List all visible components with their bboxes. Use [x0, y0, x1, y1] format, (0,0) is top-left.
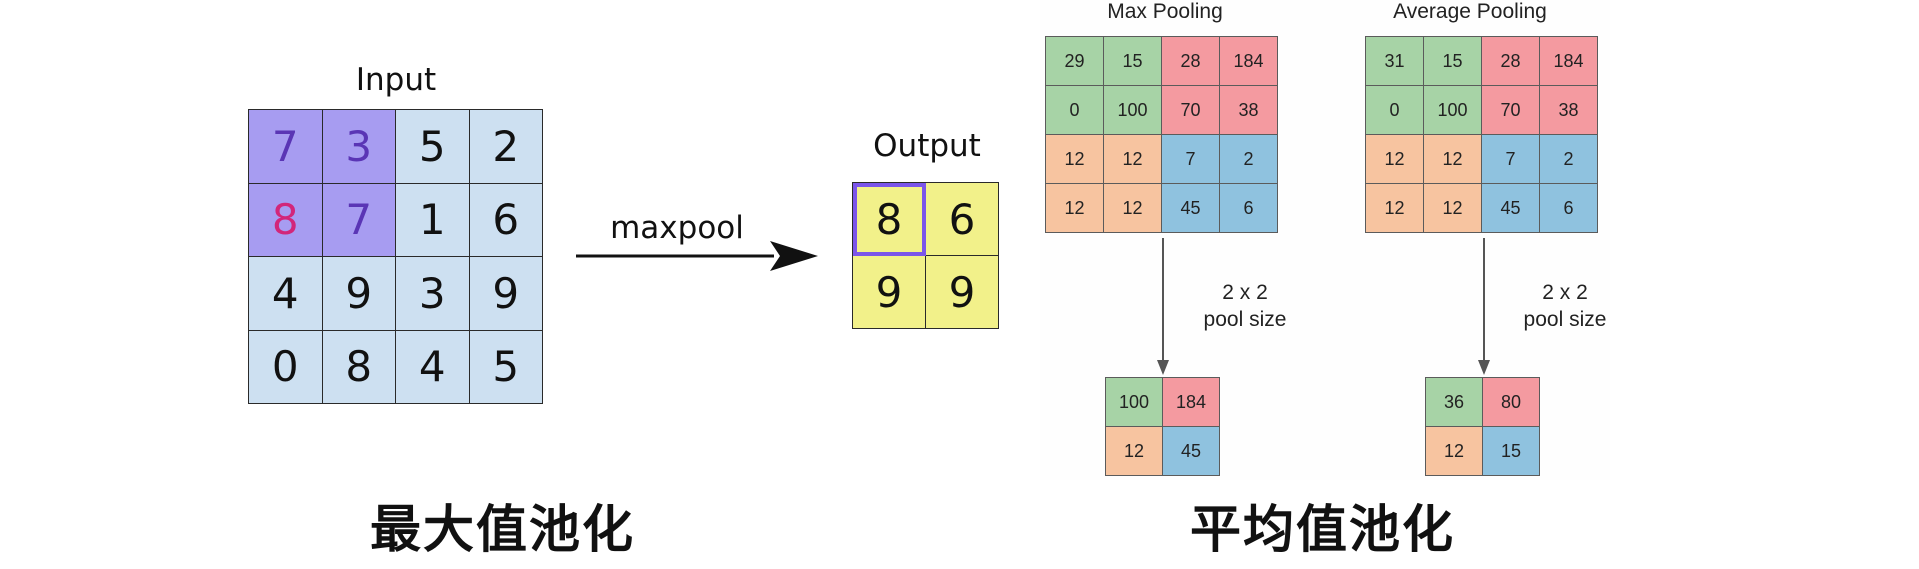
- input-cell-max: 8: [249, 183, 323, 257]
- grid-cell: 0: [1366, 86, 1424, 135]
- grid-cell: 28: [1482, 37, 1540, 86]
- grid-cell: 12: [1424, 184, 1482, 233]
- grid-cell: 15: [1483, 427, 1540, 476]
- input-grid: 7 3 5 2 8 7 1 6 4 9 3 9 0 8 4 5: [248, 109, 543, 404]
- arrow-label: maxpool: [610, 210, 744, 246]
- grid-cell: 100: [1106, 378, 1163, 427]
- grid-cell: 12: [1366, 135, 1424, 184]
- grid-cell: 31: [1366, 37, 1424, 86]
- average-pooling-input-grid: 31 15 28 184 0 100 70 38 12 12 7 2 12 12…: [1365, 36, 1598, 233]
- grid-cell: 12: [1046, 135, 1104, 184]
- grid-cell: 45: [1482, 184, 1540, 233]
- input-cell: 3: [322, 110, 396, 184]
- grid-cell: 36: [1426, 378, 1483, 427]
- down-arrow-icon: [1157, 238, 1169, 375]
- input-cell: 4: [396, 330, 470, 404]
- input-cell: 5: [469, 330, 543, 404]
- input-cell: 9: [469, 257, 543, 331]
- output-cell-highlighted: 8: [853, 183, 926, 256]
- grid-cell: 184: [1163, 378, 1220, 427]
- input-cell: 5: [396, 110, 470, 184]
- grid-cell: 12: [1104, 135, 1162, 184]
- grid-cell: 7: [1162, 135, 1220, 184]
- grid-cell: 7: [1482, 135, 1540, 184]
- input-cell: 0: [249, 330, 323, 404]
- grid-cell: 38: [1220, 86, 1278, 135]
- arrow-right-icon: [576, 241, 818, 271]
- grid-cell: 70: [1162, 86, 1220, 135]
- pooling-figure: Max Pooling 29 15 28 184 0 100 70 38 12 …: [1040, 0, 1610, 480]
- grid-cell: 70: [1482, 86, 1540, 135]
- grid-cell: 0: [1046, 86, 1104, 135]
- input-cell: 2: [469, 110, 543, 184]
- input-cell: 3: [396, 257, 470, 331]
- input-cell: 1: [396, 183, 470, 257]
- avg-pool-size-note: 2 x 2 pool size: [1490, 279, 1640, 333]
- grid-cell: 12: [1104, 184, 1162, 233]
- grid-cell: 38: [1540, 86, 1598, 135]
- grid-cell: 28: [1162, 37, 1220, 86]
- grid-cell: 100: [1104, 86, 1162, 135]
- grid-cell: 6: [1540, 184, 1598, 233]
- output-grid: 8 6 9 9: [852, 182, 999, 329]
- max-pooling-title: Max Pooling: [1107, 0, 1223, 23]
- input-cell: 6: [469, 183, 543, 257]
- average-pooling-output-grid: 36 80 12 15: [1425, 377, 1540, 476]
- output-cell: 6: [926, 183, 999, 256]
- grid-cell: 29: [1046, 37, 1104, 86]
- grid-cell: 45: [1163, 427, 1220, 476]
- input-cell: 7: [249, 110, 323, 184]
- grid-cell: 45: [1162, 184, 1220, 233]
- down-arrow-icon: [1478, 238, 1490, 375]
- input-cell: 9: [322, 257, 396, 331]
- input-label: Input: [355, 62, 437, 98]
- grid-cell: 80: [1483, 378, 1540, 427]
- pool-size-dims: 2 x 2: [1222, 281, 1268, 304]
- grid-cell: 12: [1106, 427, 1163, 476]
- grid-cell: 2: [1540, 135, 1598, 184]
- input-cell: 8: [322, 330, 396, 404]
- pool-size-text: pool size: [1523, 308, 1607, 331]
- max-pooling-input-grid: 29 15 28 184 0 100 70 38 12 12 7 2 12 12…: [1045, 36, 1278, 233]
- average-pooling-caption: 平均值池化: [1190, 500, 1456, 560]
- grid-cell: 15: [1424, 37, 1482, 86]
- average-pooling-title: Average Pooling: [1393, 0, 1547, 23]
- grid-cell: 12: [1424, 135, 1482, 184]
- grid-cell: 15: [1104, 37, 1162, 86]
- max-pooling-output-grid: 100 184 12 45: [1105, 377, 1220, 476]
- grid-cell: 6: [1220, 184, 1278, 233]
- output-cell: 9: [853, 256, 926, 329]
- max-pool-size-note: 2 x 2 pool size: [1170, 279, 1320, 333]
- grid-cell: 184: [1540, 37, 1598, 86]
- grid-cell: 2: [1220, 135, 1278, 184]
- grid-cell: 12: [1426, 427, 1483, 476]
- grid-cell: 12: [1366, 184, 1424, 233]
- pool-size-dims: 2 x 2: [1542, 281, 1588, 304]
- grid-cell: 12: [1046, 184, 1104, 233]
- grid-cell: 184: [1220, 37, 1278, 86]
- grid-cell: 100: [1424, 86, 1482, 135]
- input-cell: 7: [322, 183, 396, 257]
- pool-size-text: pool size: [1203, 308, 1287, 331]
- input-cell: 4: [249, 257, 323, 331]
- max-pooling-caption: 最大值池化: [370, 500, 636, 560]
- output-label: Output: [873, 128, 981, 164]
- output-cell: 9: [926, 256, 999, 329]
